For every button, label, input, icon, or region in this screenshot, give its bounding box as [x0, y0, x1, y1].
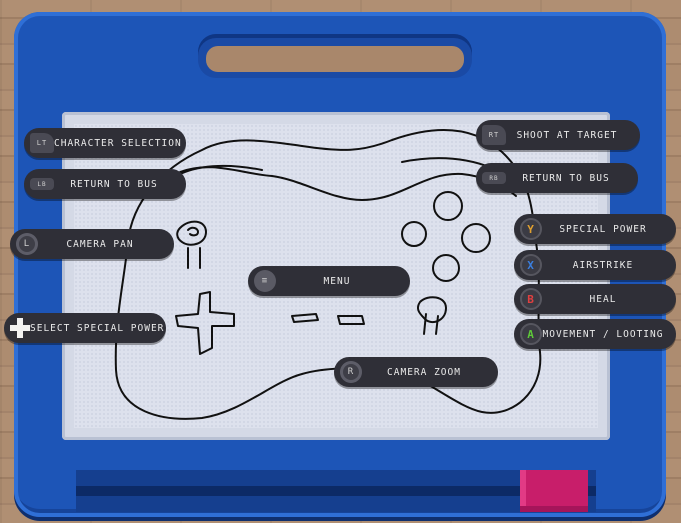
x-button-icon: X [520, 254, 542, 276]
a-mapping: A MOVEMENT / LOOTING [514, 319, 676, 349]
lt-label: CHARACTER SELECTION [54, 137, 182, 149]
view-button-sketch [291, 313, 319, 323]
ls-mapping: L CAMERA PAN [10, 229, 174, 259]
b-label: HEAL [589, 293, 617, 305]
b-button-sketch [461, 223, 491, 253]
ls-label: CAMERA PAN [66, 238, 134, 250]
menu-mapping: ≡ MENU [248, 266, 410, 296]
left-stick-icon: L [16, 233, 38, 255]
slider-groove [76, 486, 596, 496]
rb-mapping: RB RETURN TO BUS [476, 163, 638, 193]
a-button-sketch [432, 254, 460, 282]
lb-label: RETURN TO BUS [70, 178, 158, 190]
y-label: SPECIAL POWER [559, 223, 647, 235]
rt-label: SHOOT AT TARGET [516, 129, 618, 141]
right-stick-sketch [416, 296, 447, 324]
lb-mapping: LB RETURN TO BUS [24, 169, 186, 199]
dpad-mapping: SELECT SPECIAL POWER [4, 313, 166, 343]
rb-label: RETURN TO BUS [522, 172, 610, 184]
left-bumper-icon: LB [30, 178, 54, 190]
rs-mapping: R CAMERA ZOOM [334, 357, 498, 387]
rt-mapping: RT SHOOT AT TARGET [476, 120, 640, 150]
y-button-sketch [433, 191, 463, 221]
slider-knob[interactable] [520, 470, 588, 512]
left-bumper-sketch [179, 164, 263, 175]
x-mapping: X AIRSTRIKE [514, 250, 676, 280]
y-mapping: Y SPECIAL POWER [514, 214, 676, 244]
right-bumper-icon: RB [482, 172, 506, 184]
dpad-icon [10, 318, 30, 338]
y-button-icon: Y [520, 218, 542, 240]
a-button-icon: A [520, 323, 542, 345]
menu-icon: ≡ [254, 270, 276, 292]
menu-label: MENU [323, 275, 351, 287]
right-trigger-icon: RT [482, 125, 506, 145]
x-button-sketch [401, 221, 427, 247]
b-button-icon: B [520, 288, 542, 310]
right-stick-icon: R [340, 361, 362, 383]
controller-top-edge [179, 166, 517, 201]
b-mapping: B HEAL [514, 284, 676, 314]
right-bumper-sketch [401, 157, 493, 169]
lt-mapping: LT CHARACTER SELECTION [24, 128, 186, 158]
controller-outline [114, 129, 542, 420]
dpad-label: SELECT SPECIAL POWER [30, 322, 165, 334]
menu-button-sketch [337, 315, 365, 325]
left-stick-sketch [176, 220, 207, 246]
dpad-sketch [175, 291, 235, 355]
frame-handle-hole [206, 46, 464, 72]
x-label: AIRSTRIKE [572, 259, 634, 271]
a-label: MOVEMENT / LOOTING [542, 328, 664, 340]
rs-label: CAMERA ZOOM [387, 366, 461, 378]
left-trigger-icon: LT [30, 133, 54, 153]
